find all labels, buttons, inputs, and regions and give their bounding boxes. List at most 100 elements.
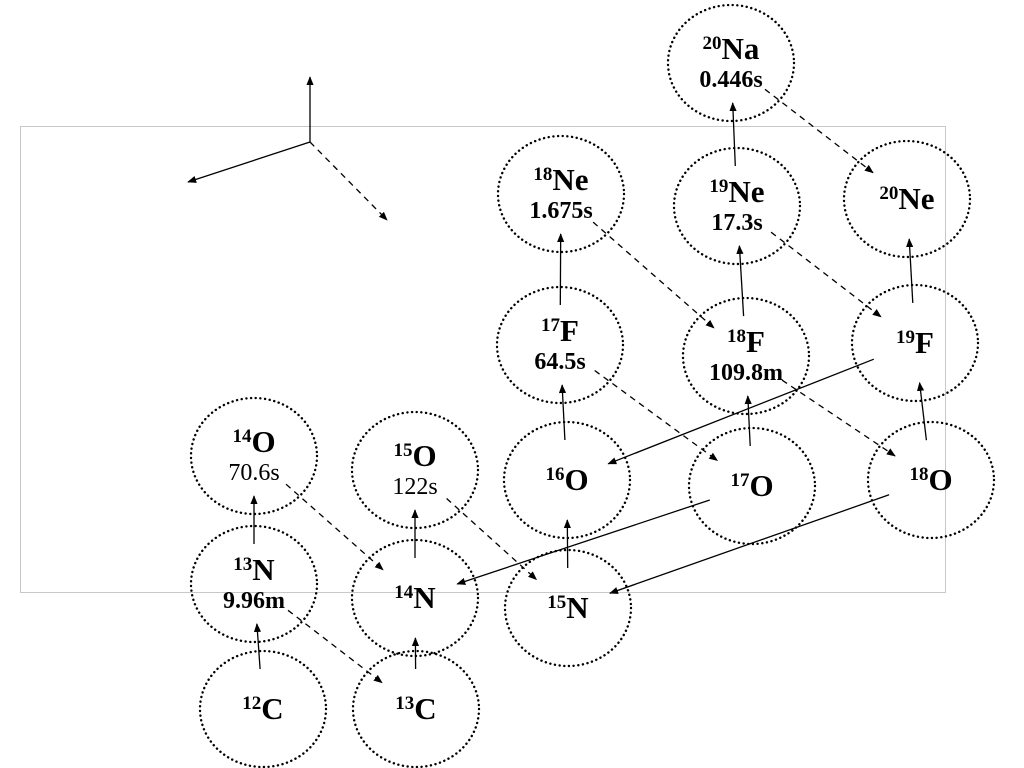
element-symbol: F — [560, 313, 579, 349]
nuclide-symbol: 20Na — [703, 31, 760, 67]
legend-axis-arrow-3 — [309, 141, 388, 221]
nuclide-c13: 13C — [353, 651, 479, 767]
nuclide-symbol: 19Ne — [709, 174, 764, 210]
nuclide-circle-c13 — [351, 649, 481, 768]
mass-number: 17 — [730, 469, 750, 491]
element-symbol: C — [261, 691, 284, 727]
mass-number: 12 — [242, 692, 262, 714]
element-symbol: N — [252, 552, 275, 588]
half-life-label: 122s — [392, 474, 438, 501]
arrow-c12-to-n13 — [253, 623, 262, 670]
nuclide-symbol: 13N — [233, 552, 274, 588]
half-life-label: 64.5s — [534, 349, 586, 376]
element-symbol: O — [564, 462, 589, 498]
nuclide-n15: 15N — [505, 550, 631, 666]
mass-number: 19 — [709, 175, 729, 197]
arrow-o17-to-n14 — [456, 499, 711, 585]
mass-number: 18 — [909, 463, 929, 485]
nuclide-o18: 18O — [868, 422, 994, 538]
nuclide-circle-na20 — [666, 3, 796, 123]
arrow-f17-to-o17 — [594, 369, 719, 462]
mass-number: 18 — [533, 163, 553, 185]
mass-number: 19 — [896, 326, 916, 348]
nuclide-circle-o18 — [866, 420, 996, 540]
arrow-o15-to-n15 — [446, 498, 538, 581]
element-symbol: Ne — [728, 174, 765, 210]
frame-corner-mark — [21, 126, 57, 130]
element-symbol: O — [412, 438, 437, 474]
nuclide-n14: 14N — [352, 540, 478, 656]
arrow-f18-to-ne19 — [736, 245, 745, 317]
nuclide-o17: 17O — [689, 428, 815, 544]
arrow-f19-to-o16 — [607, 358, 875, 465]
element-symbol: N — [413, 580, 436, 616]
legend-axis-arrow-2 — [187, 141, 311, 183]
nuclide-symbol: 13C — [395, 691, 436, 727]
mass-number: 15 — [393, 439, 413, 461]
element-symbol: O — [251, 424, 276, 460]
nuclide-circle-ne20 — [842, 139, 972, 259]
nuclide-symbol: 19F — [896, 325, 934, 361]
background-frame — [20, 126, 946, 593]
element-symbol: Ne — [898, 181, 935, 217]
mass-number: 16 — [545, 463, 565, 485]
nuclide-circle-f17 — [495, 285, 625, 405]
half-life-label: 9.96m — [223, 588, 285, 615]
element-symbol: O — [928, 462, 953, 498]
element-symbol: F — [915, 325, 934, 361]
nuclide-symbol: 14O — [232, 424, 275, 460]
element-symbol: O — [749, 468, 774, 504]
element-symbol: Ne — [552, 162, 589, 198]
half-life-label: 70.6s — [228, 460, 280, 487]
nuclide-symbol: 15O — [393, 438, 436, 474]
arrow-o18-to-n15 — [609, 494, 890, 594]
nuclide-symbol: 15N — [547, 590, 588, 626]
arrow-f19-to-ne20 — [906, 238, 914, 304]
nuclide-symbol: 17O — [730, 468, 773, 504]
nuclide-circle-n13 — [189, 524, 319, 644]
nuclide-c12: 12C — [200, 651, 326, 767]
nuclide-circle-c12 — [198, 649, 328, 768]
mass-number: 14 — [394, 581, 414, 603]
arrow-na20-to-ne20 — [764, 88, 874, 174]
nuclide-symbol: 18Ne — [533, 162, 588, 198]
nuclide-f19: 19F — [852, 285, 978, 401]
half-life-label: 109.8m — [709, 360, 783, 387]
half-life-label: 0.446s — [699, 67, 763, 94]
arrow-n13-to-c13 — [287, 609, 383, 684]
half-life-label: 1.675s — [529, 198, 593, 225]
nuclide-symbol: 14N — [394, 580, 435, 616]
arrow-o16-to-f17 — [558, 384, 567, 441]
nuclide-circle-f19 — [850, 283, 980, 403]
element-symbol: N — [566, 590, 589, 626]
arrow-f18-to-o18 — [781, 379, 896, 457]
nuclide-symbol: 16O — [545, 462, 588, 498]
mass-number: 15 — [547, 591, 567, 613]
element-symbol: C — [414, 691, 437, 727]
nuclide-circle-n15 — [503, 548, 633, 668]
nuclide-symbol: 18O — [909, 462, 952, 498]
nuclide-symbol: 20Ne — [879, 181, 934, 217]
mass-number: 20 — [702, 32, 722, 54]
arrow-o17-to-f18 — [744, 395, 752, 447]
element-symbol: F — [746, 324, 765, 360]
arrow-ne18-to-f18 — [592, 221, 715, 329]
arrow-o18-to-f19 — [916, 381, 928, 441]
mass-number: 13 — [395, 692, 415, 714]
mass-number: 13 — [233, 553, 253, 575]
mass-number: 17 — [541, 314, 561, 336]
nuclide-circle-o17 — [687, 426, 817, 546]
nuclide-o16: 16O — [504, 422, 630, 538]
arrow-ne19-to-na20 — [729, 102, 737, 167]
nuclide-circle-ne19 — [672, 146, 802, 266]
nuclide-symbol: 18F — [727, 324, 765, 360]
